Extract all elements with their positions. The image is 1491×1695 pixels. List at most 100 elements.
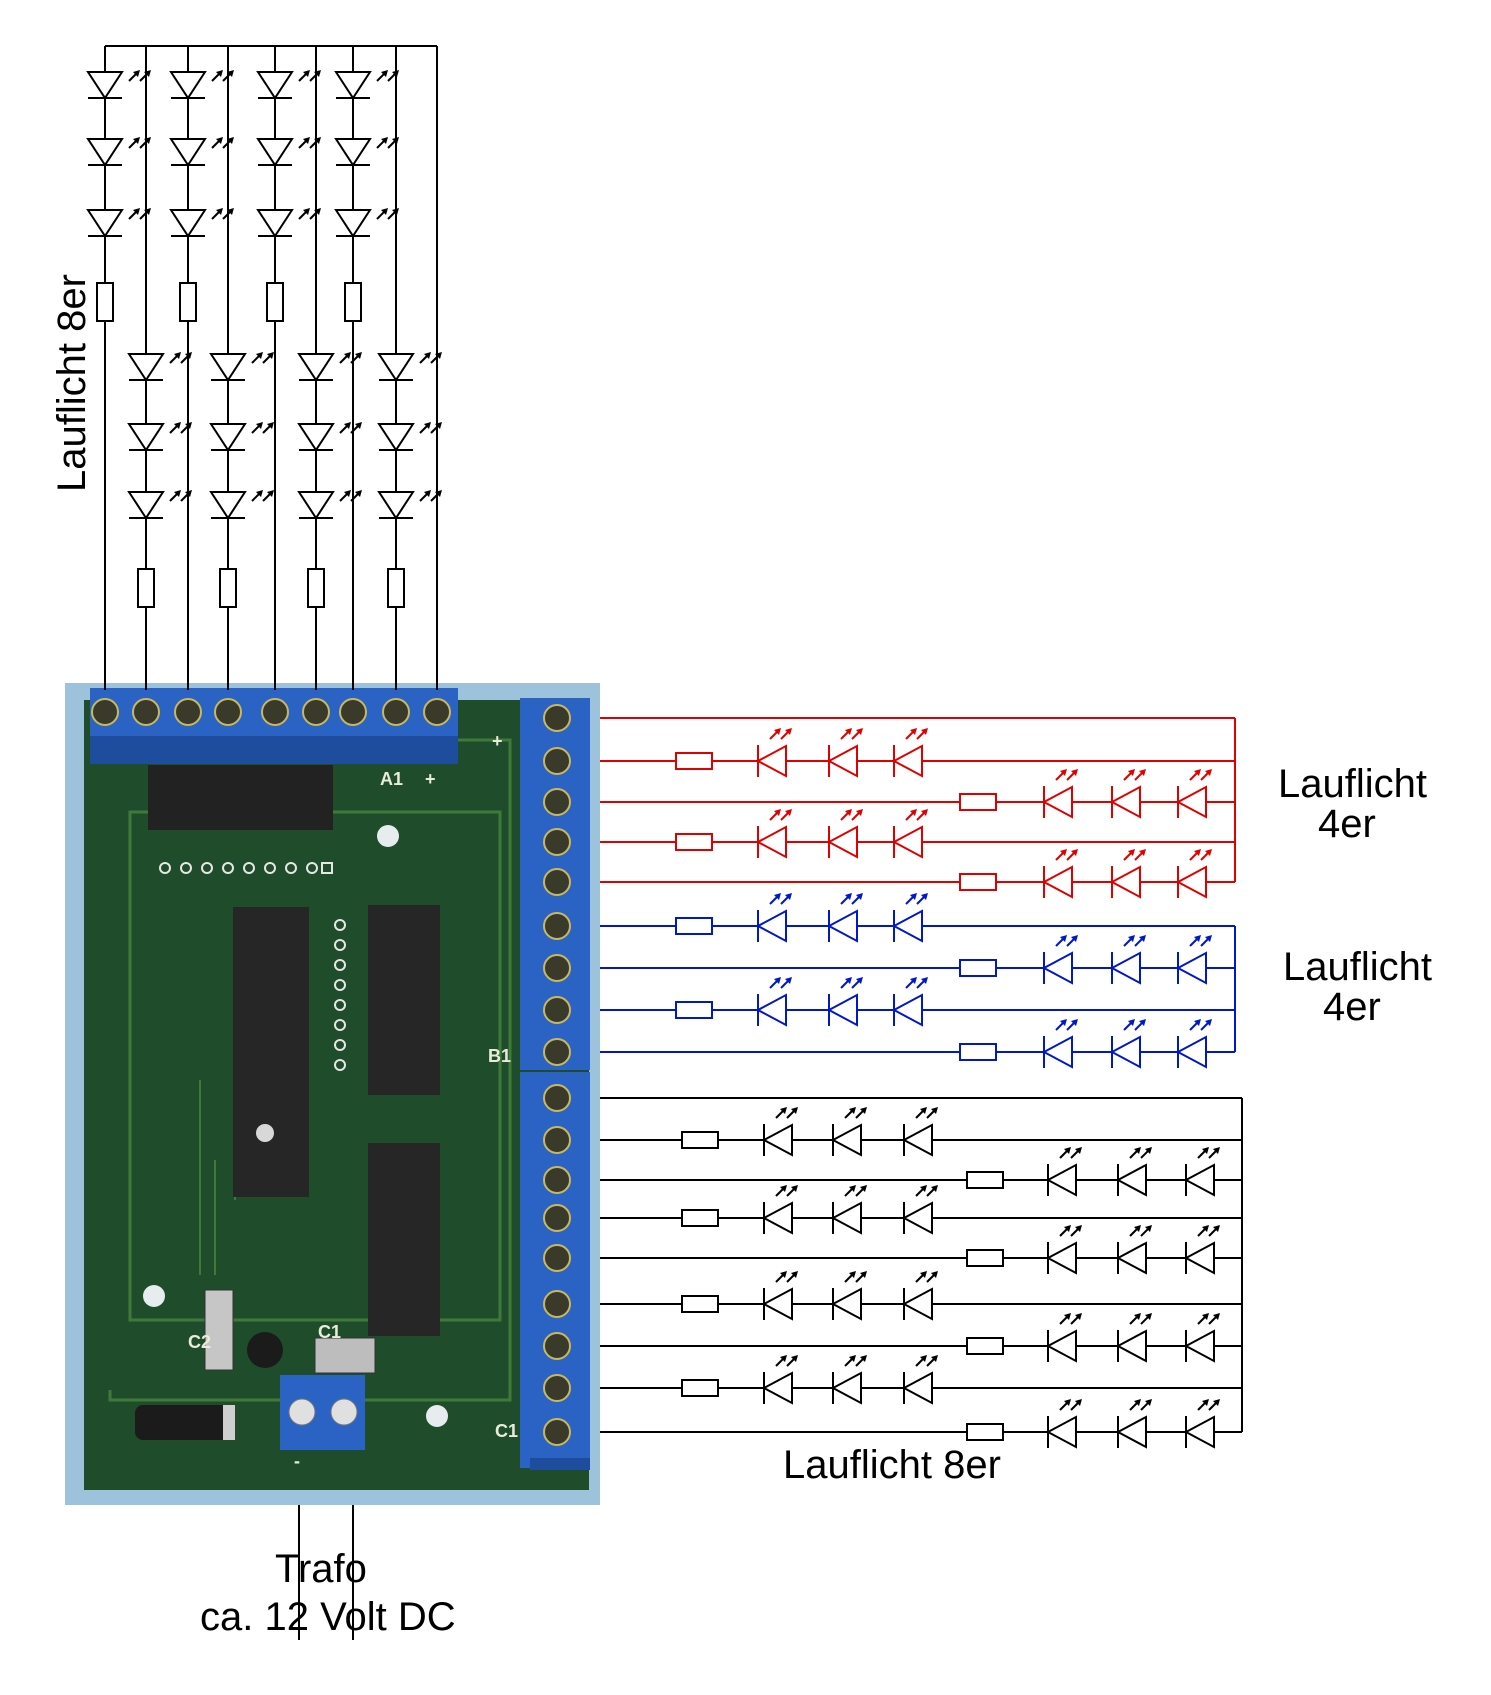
terminal-screw [543,1166,571,1194]
resistor-icon [219,568,237,608]
led-icon [169,208,234,238]
led-icon [169,137,234,167]
led-icon [1041,769,1078,819]
led-icon [1183,1313,1220,1363]
led-icon [127,490,192,520]
led-icon [1045,1313,1082,1363]
led-icon [297,490,362,520]
terminal-screw [174,698,202,726]
terminal-screw [423,698,451,726]
led-icon [1045,1399,1082,1449]
led-icon [1109,769,1146,819]
led-icon [1041,935,1078,985]
resistor-icon [959,873,997,891]
led-icon [209,490,274,520]
resistor-icon [675,752,713,770]
top-chain-wiring [86,45,442,690]
led-icon [1109,1019,1146,1069]
diode [135,1405,235,1440]
led-icon [1115,1147,1152,1197]
led-icon [334,208,399,238]
resistor-icon [959,793,997,811]
resistor-icon [307,568,325,608]
terminal-screw [302,698,330,726]
label-blue-group-1: Lauflicht [1283,945,1432,989]
led-icon [334,137,399,167]
led-icon [891,728,928,778]
terminal-screw [261,698,289,726]
resistor-icon [675,833,713,851]
mount-hole [143,1285,165,1307]
label-bottom-chain: Lauflicht 8er [783,1443,1001,1487]
terminal-screw [91,698,119,726]
led-icon [1045,1147,1082,1197]
terminal-screw [543,1418,571,1446]
led-icon [1175,935,1212,985]
terminal-screw [543,912,571,940]
led-icon [127,352,192,382]
terminal-screw [543,1038,571,1066]
led-icon [901,1185,938,1235]
resistor-icon [966,1249,1004,1267]
resistor-icon [966,1171,1004,1189]
led-icon [761,1271,798,1321]
led-icon [86,208,151,238]
resistor-icon [681,1295,719,1313]
bottom-chain-wiring [600,1097,1243,1449]
ic-top [148,765,333,830]
led-icon [755,809,792,859]
terminal-screw [543,1084,571,1112]
led-icon [209,422,274,452]
led-icon [761,1107,798,1157]
resistor-icon [959,1043,997,1061]
led-icon [826,977,863,1027]
resistor-icon [966,1337,1004,1355]
label-power-2: ca. 12 Volt DC [200,1595,456,1639]
capacitor-c2 [204,1289,234,1371]
header-pins [159,862,346,1071]
resistor-icon [681,1379,719,1397]
led-icon [830,1185,867,1235]
led-icon [377,490,442,520]
led-icon [297,352,362,382]
ic-large [233,907,309,1197]
led-icon [377,352,442,382]
led-icon [1183,1225,1220,1275]
label-red-group-1: Lauflicht [1278,762,1427,806]
label-blue-group-2: 4er [1323,985,1381,1029]
resistor-icon [344,282,362,322]
resistor-icon [681,1131,719,1149]
plus-mark: + [492,731,503,751]
led-icon [1109,849,1146,899]
resistor-icon [96,282,114,322]
terminal-screw [543,954,571,982]
led-icon [1175,769,1212,819]
led-icon [891,893,928,943]
led-icon [826,809,863,859]
led-icon [755,728,792,778]
led-icon [86,137,151,167]
led-icon [901,1355,938,1405]
mount-hole [426,1405,448,1427]
terminal-screw [543,788,571,816]
terminal-screw [543,1374,571,1402]
resistor-icon [966,1423,1004,1441]
led-icon [256,137,321,167]
red-group-wiring [600,717,1236,899]
led-icon [826,728,863,778]
transistor [247,1332,283,1368]
led-icon [755,893,792,943]
b1-mark: B1 [488,1046,511,1066]
led-icon [1041,1019,1078,1069]
blue-group-wiring [600,893,1236,1069]
ic-right-1 [368,905,440,1095]
mount-hole [377,825,399,847]
c1-cap-mark: C1 [318,1322,341,1342]
minus-mark: - [294,1451,300,1471]
resistor-icon [387,568,405,608]
led-icon [256,208,321,238]
terminal-screw [339,698,367,726]
led-icon [761,1185,798,1235]
label-top-chain: Lauflicht 8er [50,274,94,492]
label-red-group-2: 4er [1318,802,1376,846]
